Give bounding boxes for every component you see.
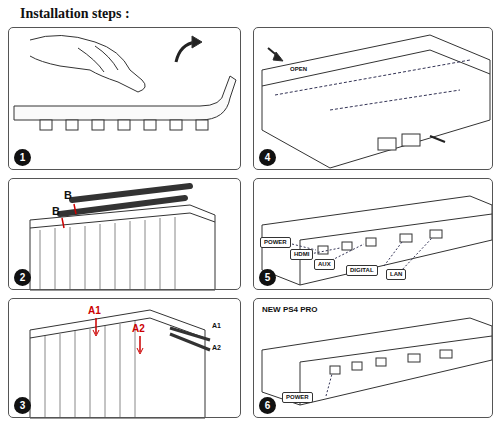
step-panel: 3 [8,298,241,418]
tag-text: POWER [264,239,287,245]
part-label: A1 [212,322,221,329]
tag-text: DIGITAL [350,267,374,273]
tag-text: HDMI [294,251,309,257]
tag-text: POWER [286,394,309,400]
step-panel: 1 [8,27,241,170]
step-number: 4 [259,149,276,166]
part-label: OPEN [290,66,307,72]
part-label: A2 [212,344,221,351]
part-label: B [52,206,60,217]
step-number: 6 [259,397,276,414]
port-tag: DIGITAL [346,265,378,276]
port-tag: LAN [386,269,406,280]
tag-text: LAN [390,271,402,277]
step-panel: NEW PS4 PRO 6 POWER [253,298,493,418]
step-number: 3 [14,397,31,414]
port-tag: POWER [260,237,291,248]
part-label: B [64,190,72,201]
step-panel: 5 POWER HDMI AUX DIGITAL LAN [253,178,493,290]
tag-text: AUX [318,261,331,267]
step-panel: 2 [8,178,241,290]
step-panel: 4 [253,27,493,170]
step-number: 1 [14,149,31,166]
model-heading: NEW PS4 PRO [262,305,318,314]
part-label: A2 [132,324,145,334]
step-number: 2 [14,269,31,286]
port-tag: AUX [314,259,335,270]
port-tag: HDMI [290,249,313,260]
part-label: A1 [88,306,101,316]
port-tag: POWER [282,392,313,403]
title: Installation steps : [20,6,130,22]
step-number: 5 [259,269,276,286]
